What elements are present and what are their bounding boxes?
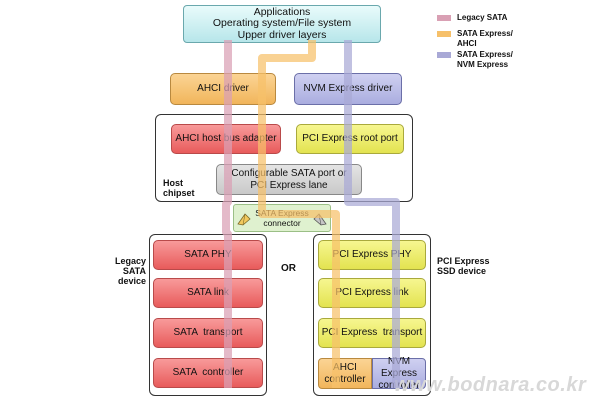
ahci-driver-label: AHCI driver <box>197 83 249 94</box>
nvme-driver-label: NVM Express driver <box>303 83 393 94</box>
legend-legacy-sata-swatch <box>437 15 451 21</box>
pcie-transport-box: PCI Express transport <box>318 318 426 348</box>
legend-sata-express-nvme: SATA Express/ NVM Express <box>437 50 527 70</box>
host-chipset-label: Host chipset <box>163 178 195 198</box>
pcie-transport-label: PCI Express transport <box>321 327 423 338</box>
legend-sata-express-nvme-swatch <box>437 52 451 58</box>
pcie-phy-label: PCI Express PHY <box>332 249 412 260</box>
sata-transport-box: SATA transport <box>153 318 263 348</box>
sata-phy-box: SATA PHY <box>153 240 263 270</box>
pcie-link-label: PCI Express link <box>335 287 409 298</box>
sata-controller-box: SATA controller <box>153 358 263 388</box>
or-label: OR <box>281 263 296 274</box>
applications-label: Applications <box>253 5 311 18</box>
legend-sata-express-ahci: SATA Express/ AHCI <box>437 29 527 49</box>
pcie-link-box: PCI Express link <box>318 278 426 308</box>
ahci-host-bus-adapter-label: AHCI host bus adapter <box>175 133 277 144</box>
sata-express-connector: SATA Express connector <box>233 204 331 232</box>
pcie-phy-box: PCI Express PHY <box>318 240 426 270</box>
legend-sata-express-ahci-swatch <box>437 31 451 37</box>
connector-plug-icon <box>237 213 251 226</box>
sata-link-label: SATA link <box>187 287 229 298</box>
ahci-controller-label: AHCI controller <box>324 361 366 385</box>
configurable-port-box: Configurable SATA port or PCI Express la… <box>216 164 362 195</box>
legend-legacy-sata-label: Legacy SATA <box>457 13 508 22</box>
sata-transport-label: SATA transport <box>173 327 243 338</box>
upper-driver-layers-label: Upper driver layers <box>237 28 327 41</box>
sata-phy-label: SATA PHY <box>184 249 232 260</box>
legacy-sata-device-label: Legacy SATA device <box>114 256 146 286</box>
nvme-driver-box: NVM Express driver <box>294 73 402 105</box>
legend-legacy-sata: Legacy SATA <box>437 13 547 23</box>
connector-socket-icon <box>313 213 327 226</box>
connector-label: SATA Express connector <box>255 208 309 228</box>
watermark-text: www.bodnara.co.kr <box>394 374 587 396</box>
legend-sata-express-nvme-label: SATA Express/ NVM Express <box>457 50 513 69</box>
ahci-driver-box: AHCI driver <box>170 73 276 105</box>
os-filesystem-label: Operating system/File system <box>212 17 352 30</box>
ahci-controller-box: AHCI controller <box>318 358 372 389</box>
sata-controller-label: SATA controller <box>172 367 244 378</box>
sata-link-box: SATA link <box>153 278 263 308</box>
pcie-root-port-box: PCI Express root port <box>296 124 404 154</box>
pcie-ssd-device-label: PCI Express SSD device <box>437 256 490 276</box>
top-software-stack: Applications Operating system/File syste… <box>183 5 381 43</box>
legend-sata-express-ahci-label: SATA Express/ AHCI <box>457 29 513 48</box>
pcie-root-port-label: PCI Express root port <box>302 133 398 144</box>
configurable-port-label: Configurable SATA port or PCI Express la… <box>231 167 347 191</box>
ahci-host-bus-adapter-box: AHCI host bus adapter <box>171 124 281 154</box>
